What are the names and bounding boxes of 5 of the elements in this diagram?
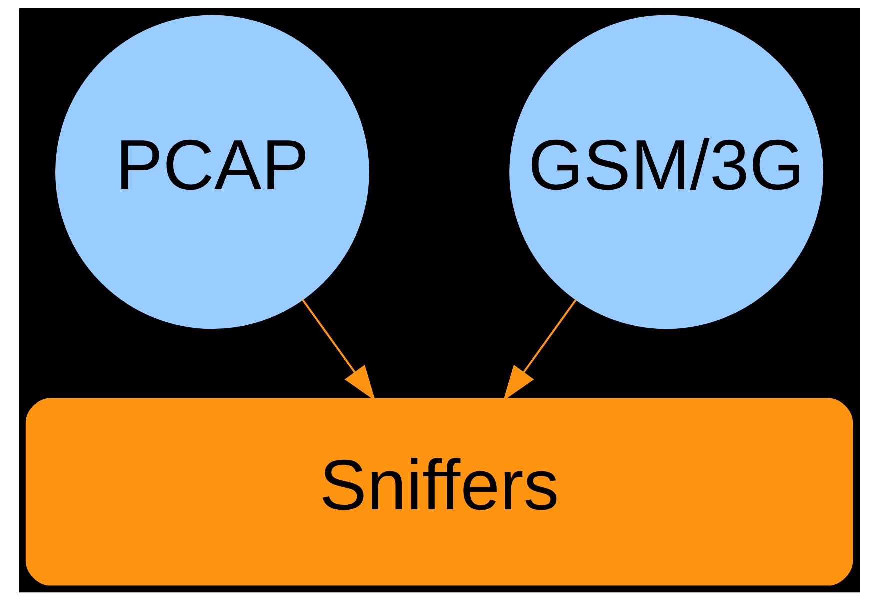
- arrow: [502, 299, 576, 402]
- node-circle: PCAP: [55, 15, 369, 330]
- node-circle: GSM/3G: [509, 15, 823, 330]
- arrow: [302, 299, 376, 402]
- node-box: Sniffers: [25, 398, 853, 586]
